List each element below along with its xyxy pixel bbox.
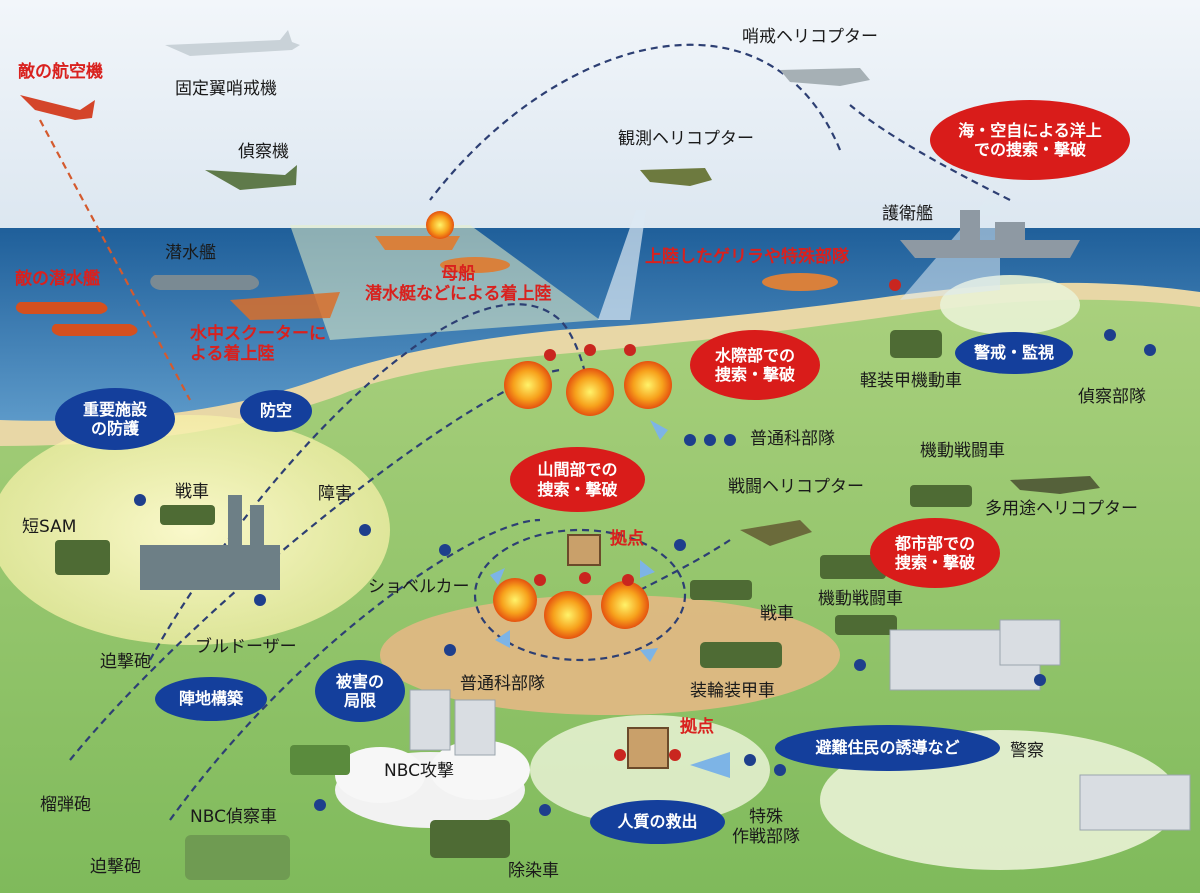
label-mothership: 母船 潜水艇などによる着上陸 [365,265,552,304]
mothership-shape [375,236,460,250]
building-nbc-1 [410,690,450,750]
label-guerrilla-landed: 上陸したゲリラや特殊部隊 [645,248,849,268]
label-utility-helicopter: 多用途ヘリコプター [985,500,1138,520]
label-special-ops-line2: 作戦部隊 [732,828,800,848]
label-recon-aircraft: 偵察機 [238,143,289,163]
label-scooter-line1: 水中スクーターに [190,325,326,345]
label-recon-unit: 偵察部隊 [1078,388,1146,408]
wheeled-apc-shape [700,642,782,668]
label-nbc-attack: NBC攻撃 [384,762,454,782]
label-mothership-line1: 母船 [365,265,552,285]
bubble-air-defense: 防空 [240,390,312,432]
label-infantry-unit-lower: 普通科部隊 [460,675,545,695]
landing-raft [762,273,838,291]
label-fixed-wing-patrol: 固定翼哨戒機 [175,80,277,100]
label-howitzer: 榴弾砲 [40,796,91,816]
bubble-vigilance: 警戒・監視 [955,332,1073,374]
maneuver-vehicle-upper-shape [910,485,972,507]
label-submarine: 潜水艦 [165,244,216,264]
bubble-positions: 陣地構築 [155,677,267,721]
label-police: 警察 [1010,742,1044,762]
label-enemy-submarine: 敵の潜水艦 [15,270,100,290]
label-mortar-lower: 迫撃砲 [90,858,141,878]
label-light-armored-vehicle: 軽装甲機動車 [860,372,962,392]
bubble-hostage-rescue: 人質の救出 [590,800,725,844]
label-mothership-line2: 潜水艇などによる着上陸 [365,285,552,305]
nbc-cloud [335,740,530,828]
city-tower-right [1000,620,1060,665]
label-short-sam: 短SAM [22,518,76,538]
label-maneuver-combat-vehicle-lower: 機動戦闘車 [818,590,903,610]
label-enemy-aircraft: 敵の航空機 [18,63,103,83]
bubble-evacuation: 避難住民の誘導など [775,725,1000,771]
label-escort-ship: 護衛艦 [882,205,933,225]
bubble-urban-search: 都市部での 捜索・撃破 [870,518,1000,588]
light-armored-vehicle-shape [890,330,942,358]
label-special-ops-line1: 特殊 [732,808,800,828]
label-scooter-line2: よる着上陸 [190,345,326,365]
enemy-submarine-2 [52,324,138,336]
label-attack-helicopter: 戦闘ヘリコプター [728,478,864,498]
building-nbc-2 [455,700,495,755]
tank-left-shape [160,505,215,525]
label-excavator: ショベルカー [368,578,470,598]
label-mortar-upper: 迫撃砲 [100,653,151,673]
police-station [1080,775,1190,830]
label-maneuver-combat-vehicle-upper: 機動戦闘車 [920,442,1005,462]
tank-lower-right-shape [835,615,897,635]
label-tank-center: 戦車 [760,605,794,625]
label-patrol-helicopter: 哨戒ヘリコプター [742,28,878,48]
label-nbc-recon-vehicle: NBC偵察車 [190,808,277,828]
label-decon-vehicle: 除染車 [508,862,559,882]
nbc-recon-vehicle-shape [185,835,290,880]
bubble-damage-limit: 被害の 局限 [315,660,405,722]
label-bulldozer: ブルドーザー [195,638,297,658]
escort-ship-shape [900,240,1080,258]
ambulance-shape [290,745,350,775]
label-stronghold-upper: 拠点 [610,530,644,550]
bubble-mountain-search: 山間部での 捜索・撃破 [510,447,645,512]
label-special-ops: 特殊 作戦部隊 [732,808,800,847]
decon-vehicle-shape [430,820,510,858]
label-wheeled-apc: 装輪装甲車 [690,682,775,702]
label-scooter: 水中スクーターに よる着上陸 [190,325,326,364]
bubble-sea-air-search: 海・空自による洋上 での捜索・撃破 [930,100,1130,180]
label-infantry-unit-upper: 普通科部隊 [750,430,835,450]
enemy-submarine-1 [16,302,108,314]
submarine-shape [150,275,259,290]
label-obstacle: 障害 [318,485,352,505]
bubble-waterside-search: 水際部での 捜索・撃破 [690,330,820,400]
bubble-protect-facilities: 重要施設 の防護 [55,388,175,450]
short-sam-shape [55,540,110,575]
label-stronghold-lower: 拠点 [680,718,714,738]
tank-center-shape [690,580,752,600]
label-observation-helicopter: 観測ヘリコプター [618,130,754,150]
label-tank-left: 戦車 [175,483,209,503]
